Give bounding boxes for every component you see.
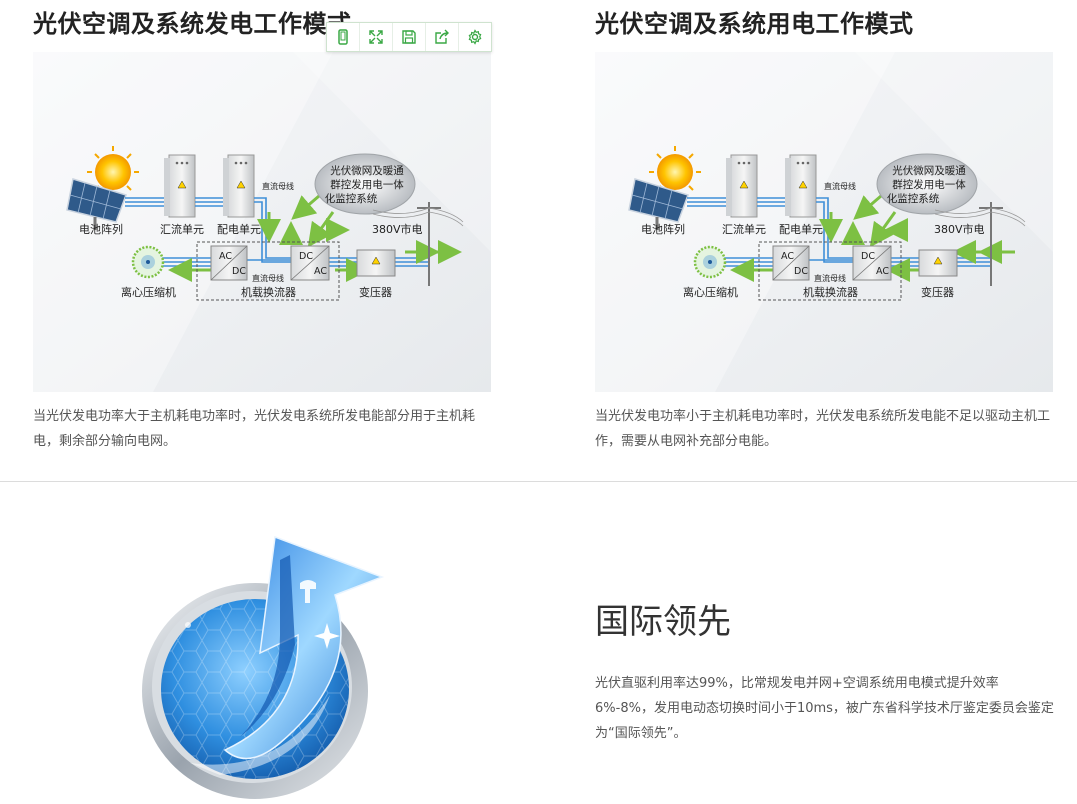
generation-mode-diagram: 光伏微网及暖通 群控发用电一体 化监控系统 AC bbox=[33, 52, 491, 392]
rising-arrow bbox=[223, 535, 385, 760]
system-diagram-svg: 光伏微网及暖通 群控发用电一体 化监控系统 AC DC bbox=[595, 52, 1053, 392]
grid-label: 380V市电 bbox=[934, 222, 985, 236]
ac-dc-module-icon bbox=[772, 245, 810, 281]
combiner-label: 汇流单元 bbox=[722, 222, 766, 236]
ac-label-b: AC bbox=[876, 266, 889, 277]
generation-mode-caption: 当光伏发电功率大于主机耗电功率时，光伏发电系统所发电能部分用于主机耗电，剩余部分… bbox=[33, 409, 476, 449]
monitor-line1: 光伏微网及暖通 bbox=[892, 164, 966, 177]
sparkle-icon bbox=[314, 623, 340, 649]
combiner-label: 汇流单元 bbox=[160, 222, 204, 236]
transformer-icon bbox=[918, 249, 958, 277]
monitor-line2: 群控发用电一体 bbox=[330, 178, 404, 191]
transformer-icon bbox=[356, 249, 396, 277]
dc-bus-bottom-label: 直流母线 bbox=[252, 273, 284, 283]
leading-badge-illustration bbox=[130, 525, 400, 800]
converter-label: 机载换流器 bbox=[803, 285, 858, 299]
consumption-mode-diagram: 光伏微网及暖通 群控发用电一体 化监控系统 AC DC bbox=[595, 52, 1053, 392]
ac-label-b: AC bbox=[314, 266, 327, 277]
distribution-cabinet-icon bbox=[785, 154, 817, 218]
compressor-icon bbox=[693, 245, 727, 279]
feature-description: 光伏直驱利用率达99%，比常规发电并网+空调系统用电模式提升效率6%-8%，发用… bbox=[595, 676, 1054, 741]
dc-ac-module-icon bbox=[290, 245, 330, 281]
transformer-label: 变压器 bbox=[359, 285, 392, 299]
combiner-cabinet-icon bbox=[164, 154, 196, 218]
dc-bus-bottom-label: 直流母线 bbox=[814, 273, 846, 283]
distribution-label: 配电单元 bbox=[217, 223, 261, 236]
dc-label-b: DC bbox=[861, 251, 875, 262]
generation-mode-title: 光伏空调及系统发电工作模式 bbox=[33, 10, 352, 38]
converter-group bbox=[196, 241, 340, 301]
sun-icon bbox=[649, 146, 701, 198]
distribution-cabinet-icon bbox=[223, 154, 255, 218]
consumption-mode-caption: 当光伏发电功率小于主机耗电功率时，光伏发电系统所发电能不足以驱动主机工作，需要从… bbox=[595, 409, 1051, 449]
settings-icon bbox=[468, 29, 482, 45]
monitor-line2: 群控发用电一体 bbox=[892, 178, 966, 191]
dc-label-b: DC bbox=[299, 251, 313, 262]
utility-pole-icon bbox=[372, 202, 464, 286]
monitor-line1: 光伏微网及暖通 bbox=[330, 164, 404, 177]
globe-arrow-icon bbox=[142, 535, 385, 799]
pv-array-label: 电池阵列 bbox=[79, 222, 123, 236]
ac-label-a: AC bbox=[781, 251, 794, 262]
compressor-label: 离心压缩机 bbox=[683, 285, 738, 299]
sun-icon bbox=[87, 146, 139, 198]
monitor-line3: 化监控系统 bbox=[325, 192, 378, 205]
section-divider bbox=[0, 481, 1077, 482]
distribution-label: 配电单元 bbox=[779, 223, 823, 236]
compressor-label: 离心压缩机 bbox=[121, 285, 176, 299]
dc-label-a: DC bbox=[794, 266, 808, 277]
save-button[interactable] bbox=[393, 23, 426, 51]
generation-mode-section: 光伏空调及系统发电工作模式 bbox=[33, 0, 493, 454]
ac-label-a: AC bbox=[219, 251, 232, 262]
share-icon bbox=[435, 29, 449, 44]
image-toolbar bbox=[326, 22, 492, 52]
monitor-line3: 化监控系统 bbox=[887, 192, 940, 205]
save-icon bbox=[402, 30, 416, 44]
settings-button[interactable] bbox=[459, 23, 491, 51]
share-button[interactable] bbox=[426, 23, 459, 51]
converter-label: 机载换流器 bbox=[241, 285, 296, 299]
solar-panel-icon bbox=[66, 178, 127, 230]
solar-panel-icon bbox=[628, 178, 689, 230]
dc-bus-top-label: 直流母线 bbox=[824, 181, 856, 191]
mobile-view-button[interactable] bbox=[327, 23, 360, 51]
consumption-mode-section: 光伏空调及系统用电工作模式 bbox=[595, 0, 1055, 454]
combiner-cabinet-icon bbox=[726, 154, 758, 218]
dc-bus-top-label: 直流母线 bbox=[262, 181, 294, 191]
monitor-bubble bbox=[876, 153, 978, 215]
feature-title: 国际领先 bbox=[595, 602, 731, 642]
converter-group bbox=[758, 241, 902, 301]
monitor-bubble bbox=[314, 153, 416, 215]
ac-dc-module-icon bbox=[210, 245, 248, 281]
mobile-icon bbox=[338, 29, 348, 45]
consumption-mode-title: 光伏空调及系统用电工作模式 bbox=[595, 10, 914, 38]
dc-ac-module-icon bbox=[852, 245, 892, 281]
fullscreen-button[interactable] bbox=[360, 23, 393, 51]
system-diagram-svg: 光伏微网及暖通 群控发用电一体 化监控系统 AC bbox=[33, 52, 491, 392]
pv-array-label: 电池阵列 bbox=[641, 222, 685, 236]
utility-pole-icon bbox=[934, 202, 1026, 286]
compressor-icon bbox=[131, 245, 165, 279]
dc-label-a: DC bbox=[232, 266, 246, 277]
expand-icon bbox=[369, 30, 383, 44]
grid-label: 380V市电 bbox=[372, 222, 423, 236]
transformer-label: 变压器 bbox=[921, 285, 954, 299]
